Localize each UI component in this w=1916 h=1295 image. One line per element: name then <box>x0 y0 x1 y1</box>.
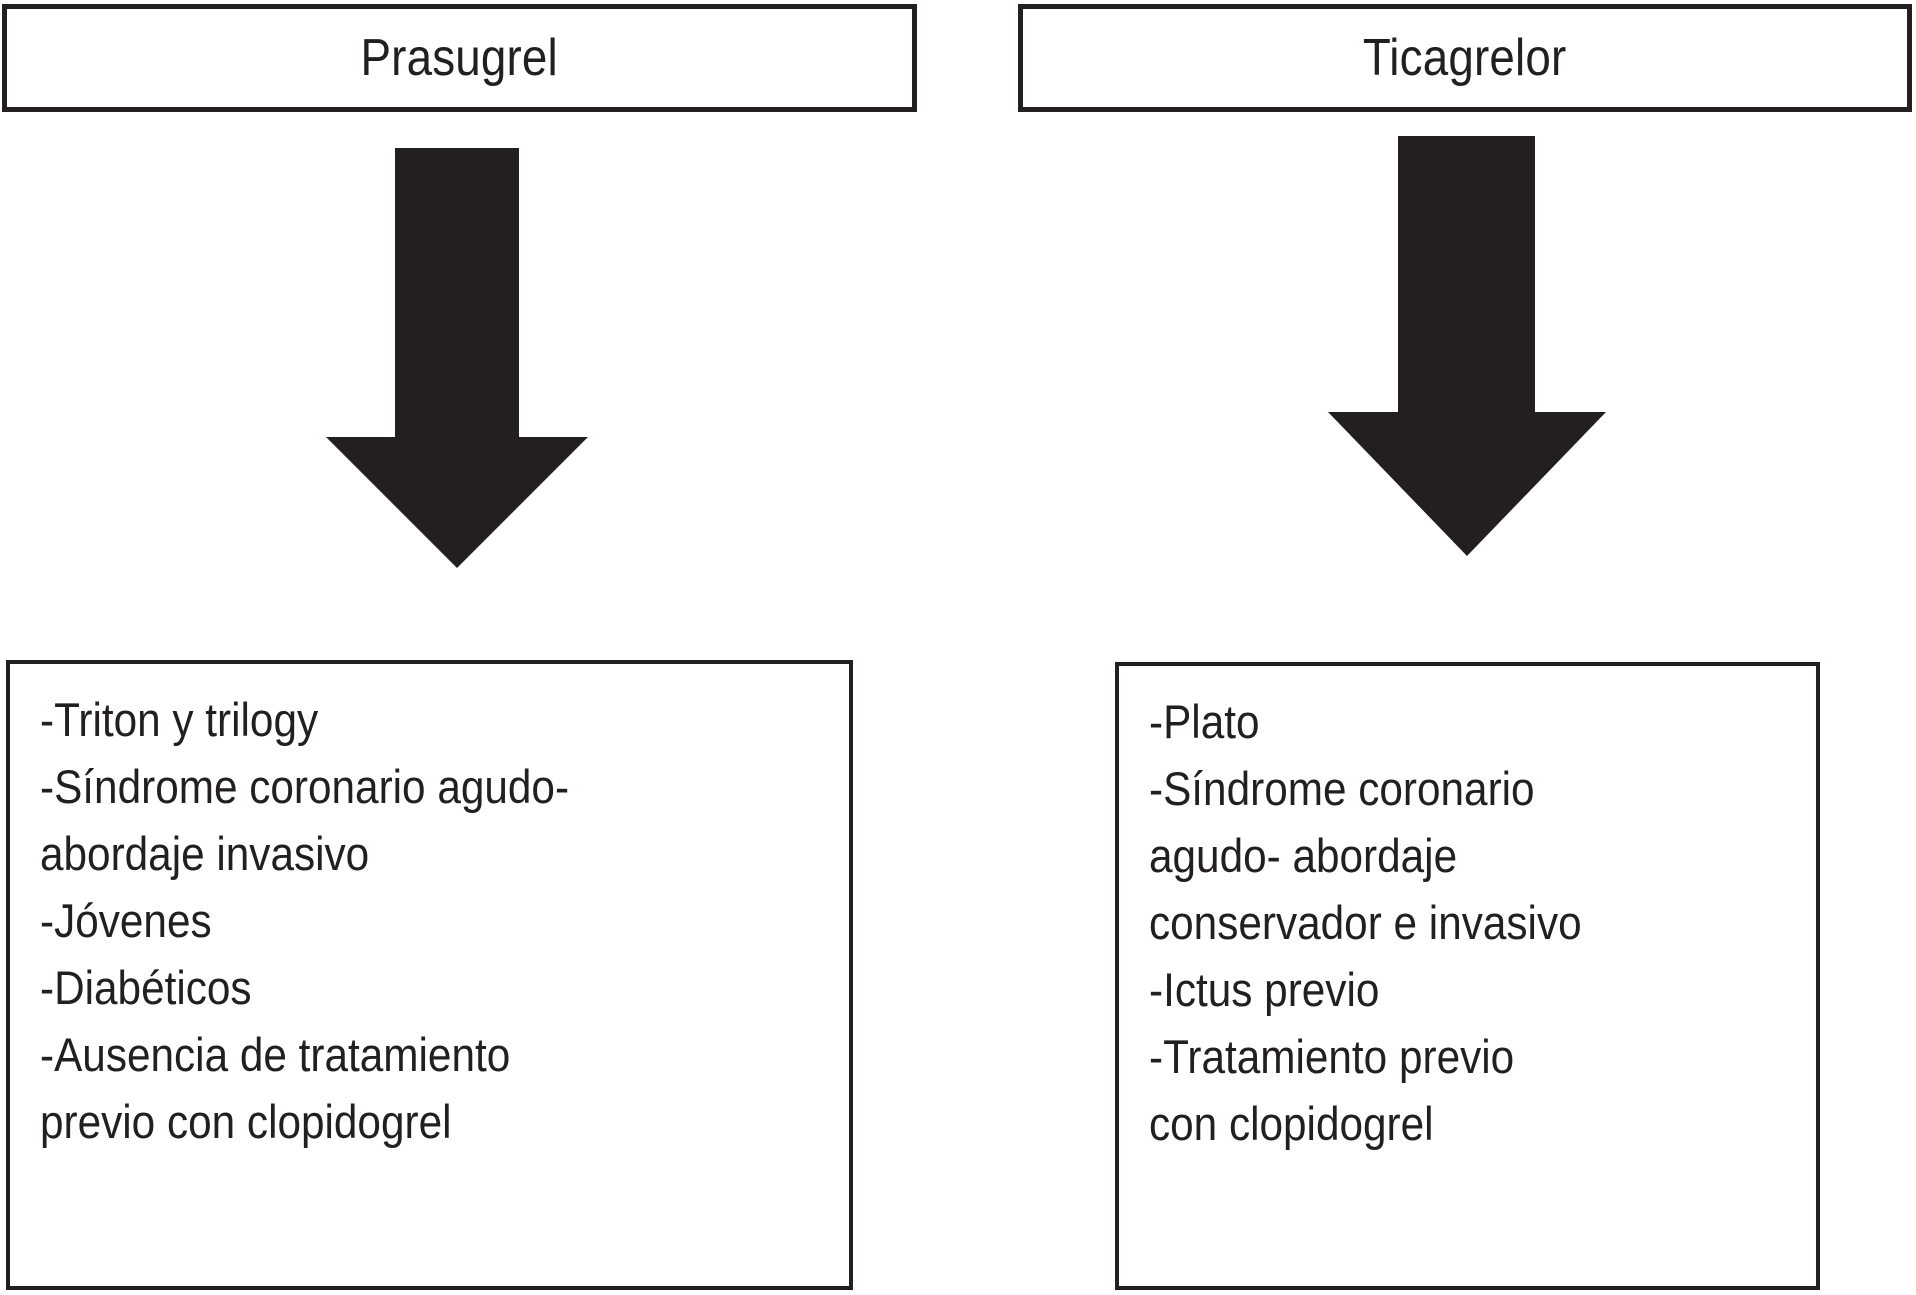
list-item: conservador e invasivo <box>1149 896 1582 949</box>
list-item: -Ausencia de tratamiento <box>40 1028 511 1081</box>
list-item: -Tratamiento previo <box>1149 1030 1515 1083</box>
content-box-ticagrelor: -Plato -Síndrome coronario agudo- aborda… <box>1115 662 1820 1290</box>
list-item: -Síndrome coronario <box>1149 762 1535 815</box>
list-item: -Triton y trilogy <box>40 693 319 746</box>
list-item: -Diabéticos <box>40 961 252 1014</box>
header-label-prasugrel: Prasugrel <box>360 29 559 87</box>
down-arrow-icon-prasugrel <box>326 148 588 568</box>
header-label-ticagrelor: Ticagrelor <box>1363 29 1567 87</box>
list-item: previo con clopidogrel <box>40 1095 452 1148</box>
content-box-prasugrel: -Triton y trilogy -Síndrome coronario ag… <box>6 660 853 1290</box>
list-item: agudo- abordaje <box>1149 829 1458 882</box>
list-item: -Ictus previo <box>1149 963 1380 1016</box>
list-item: -Jóvenes <box>40 894 212 947</box>
header-box-prasugrel: Prasugrel <box>2 4 917 112</box>
down-arrow-icon-ticagrelor <box>1328 136 1606 556</box>
list-item: -Síndrome coronario agudo- <box>40 760 570 813</box>
list-item: abordaje invasivo <box>40 827 370 880</box>
list-item: con clopidogrel <box>1149 1097 1434 1150</box>
list-item: -Plato <box>1149 695 1260 748</box>
header-box-ticagrelor: Ticagrelor <box>1018 4 1912 112</box>
